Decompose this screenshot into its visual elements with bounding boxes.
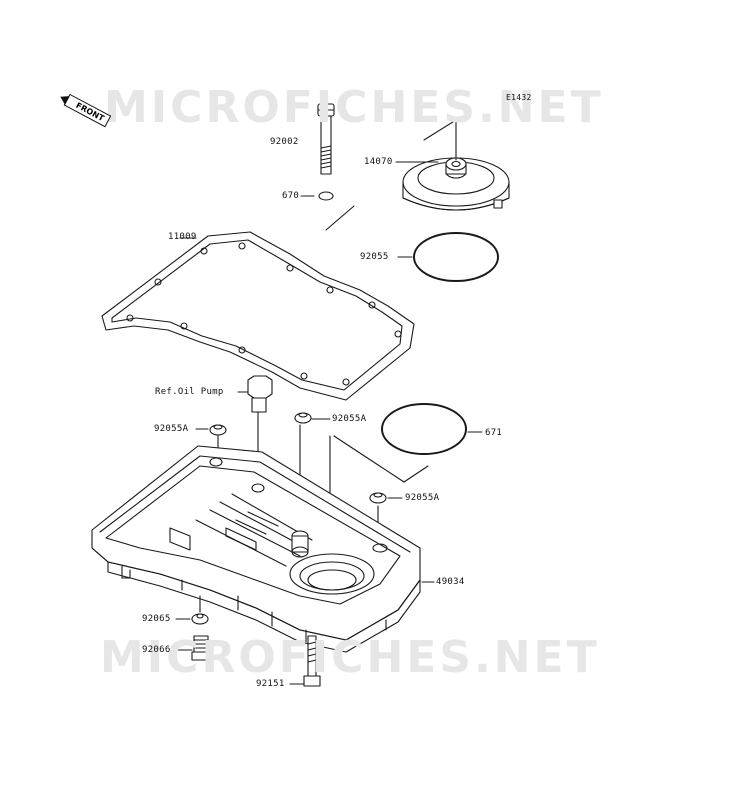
o-ring-92055 bbox=[413, 232, 499, 282]
washer-92065 bbox=[191, 613, 209, 625]
part-label-11009[interactable]: 11009 bbox=[168, 232, 197, 242]
bolt-92151 bbox=[303, 635, 321, 687]
o-ring-671 bbox=[381, 403, 467, 455]
o-ring-670 bbox=[318, 191, 334, 201]
washer-92055A-middle bbox=[294, 412, 312, 424]
drain-plug-92066 bbox=[191, 635, 211, 661]
oil-pump-fitting bbox=[247, 375, 273, 413]
watermark-bottom: MICROFICHES.NET bbox=[100, 632, 600, 683]
part-label-ref-oil-pump[interactable]: Ref.Oil Pump bbox=[155, 387, 224, 397]
part-label-92055A-middle[interactable]: 92055A bbox=[332, 414, 367, 424]
part-label-92055A-left[interactable]: 92055A bbox=[154, 424, 189, 434]
part-label-92055A-right[interactable]: 92055A bbox=[405, 493, 440, 503]
part-label-92055[interactable]: 92055 bbox=[360, 252, 389, 262]
oil-pan-49034 bbox=[91, 445, 421, 653]
part-label-92065[interactable]: 92065 bbox=[142, 614, 171, 624]
part-label-670[interactable]: 670 bbox=[282, 191, 300, 201]
diagram-code: E1432 bbox=[506, 93, 532, 102]
part-label-49034[interactable]: 49034 bbox=[436, 577, 465, 587]
cover-14070 bbox=[402, 157, 510, 211]
watermark-top: MICROFICHES.NET bbox=[104, 82, 604, 133]
washer-92055A-right bbox=[369, 492, 387, 504]
part-label-92002[interactable]: 92002 bbox=[270, 137, 299, 147]
part-label-671[interactable]: 671 bbox=[485, 428, 503, 438]
part-label-92066[interactable]: 92066 bbox=[142, 645, 171, 655]
washer-92055A-left bbox=[209, 424, 227, 436]
bolt-92002 bbox=[317, 103, 335, 175]
gasket-11009 bbox=[101, 231, 415, 401]
part-label-14070[interactable]: 14070 bbox=[364, 157, 393, 167]
part-label-92151[interactable]: 92151 bbox=[256, 679, 285, 689]
